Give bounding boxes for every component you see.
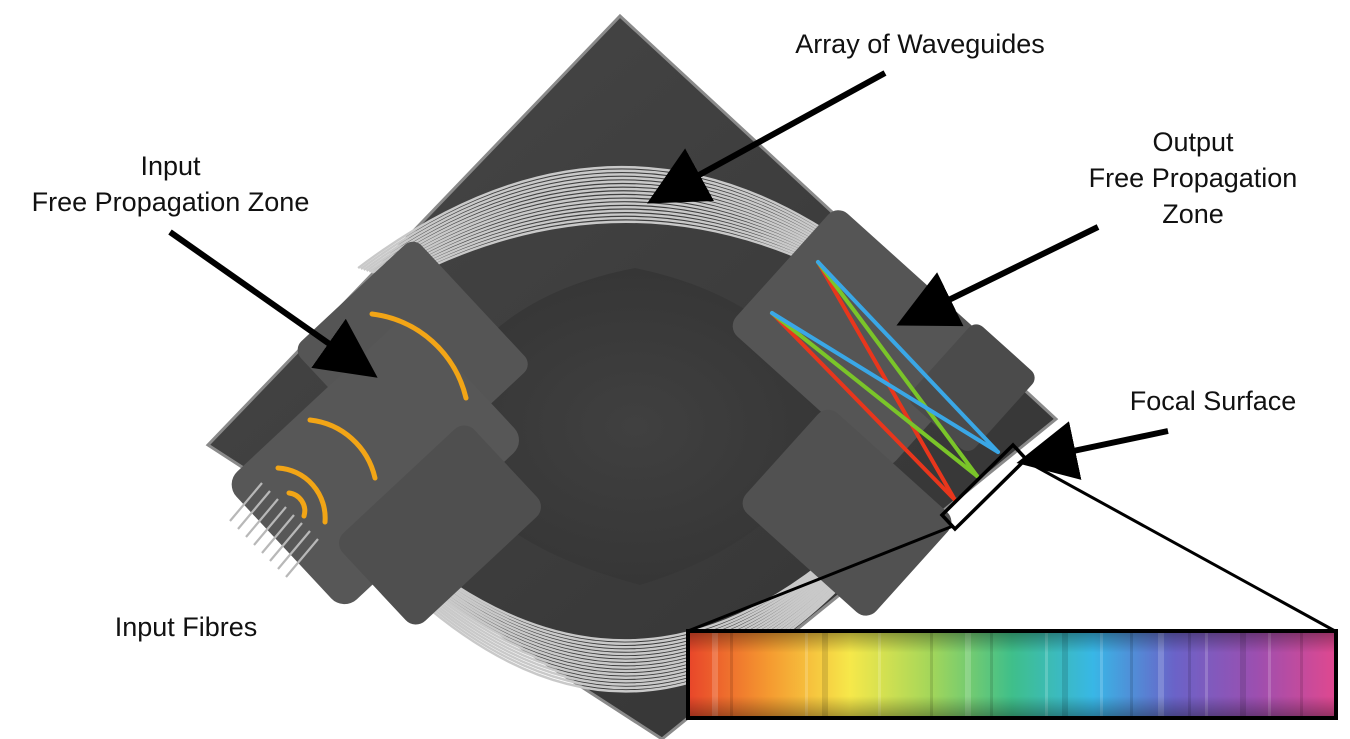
waveguide-line-upper — [363, 173, 884, 278]
waveguide-line-upper — [379, 195, 871, 282]
waveguide-line-upper — [371, 184, 878, 280]
wavefront-arc-3 — [307, 417, 378, 481]
waveguide-line-upper — [368, 180, 880, 280]
ray-green-1 — [770, 311, 979, 478]
waveguide-line-lower — [436, 570, 834, 666]
output-rays — [770, 260, 1000, 502]
input-fibre — [285, 538, 319, 578]
waveguide-line-upper — [374, 187, 876, 281]
focal-surface-label-text: Focal Surface — [1129, 386, 1297, 416]
waveguide-line-lower — [426, 574, 842, 679]
output-fpz-label-line-2: Free Propagation — [1088, 163, 1298, 193]
zoom-line-right — [1023, 458, 1336, 633]
input-fibres-label-text: Input Fibres — [114, 612, 258, 642]
waveguide-line-lower — [446, 566, 827, 652]
waveguide-line-upper — [365, 176, 882, 279]
waveguide-line-lower — [421, 576, 846, 686]
waveguide-line-upper — [360, 169, 887, 278]
waveguide-line-lower — [434, 571, 836, 669]
input-fibre — [237, 490, 271, 530]
zoom-line-left — [687, 524, 954, 633]
ray-red-1 — [770, 311, 957, 502]
annotation-arrows — [168, 70, 1169, 480]
wavefront-arc-1 — [286, 490, 308, 519]
output-fpz-label-line-3: Zone — [1162, 199, 1224, 229]
waveguide-line-upper — [377, 191, 874, 282]
input-fibre — [277, 530, 311, 570]
waveguide-line-lower — [429, 573, 840, 676]
input-fibre — [229, 482, 263, 522]
waveguide-line-upper — [382, 198, 869, 283]
input-slab-zone — [231, 241, 541, 625]
waveguide-line-lower — [444, 567, 829, 656]
waveguide-array — [357, 165, 889, 693]
input-fpz-label-line-1: Input — [140, 151, 201, 181]
ray-blue-1 — [770, 311, 1000, 454]
input-fibre — [261, 514, 295, 554]
ray-green-2 — [816, 260, 979, 478]
waveguide-line-lower — [424, 575, 844, 683]
waveguide-line-upper — [357, 165, 889, 277]
waveguides-label-text: Array of Waveguides — [795, 29, 1045, 59]
input-fpz-label-line-2: Free Propagation Zone — [31, 187, 310, 217]
waveguide-line-lower — [431, 572, 838, 673]
output-fpz-label-line-1: Output — [1152, 127, 1234, 157]
input-fibres-label: Input Fibres — [96, 609, 276, 645]
input-fibre — [269, 522, 303, 562]
waveguide-line-lower — [419, 577, 847, 690]
ray-blue-2 — [816, 260, 1000, 454]
spectrum-frame — [686, 629, 1338, 720]
input-fibre — [245, 498, 279, 538]
arrow-input-fpz — [168, 229, 378, 378]
wavefront-arc-4 — [369, 311, 469, 401]
ray-red-2 — [816, 260, 957, 502]
input-fibre — [253, 506, 287, 546]
arrow-waveguides — [646, 70, 887, 204]
arrow-output-fpz — [896, 224, 1100, 327]
waveguides-label: Array of Waveguides — [770, 26, 1070, 62]
waveguide-line-lower — [441, 568, 831, 659]
spectrum-inset — [686, 629, 1338, 720]
input-fibres — [229, 482, 319, 578]
waveguide-line-lower — [449, 565, 825, 649]
output-fpz-label: Output Free Propagation Zone — [1068, 124, 1318, 232]
waveguide-line-lower — [439, 569, 832, 662]
wavefronts — [275, 311, 469, 525]
waveguide-line-upper — [388, 205, 865, 284]
waveguide-line-upper — [385, 202, 867, 283]
input-fpz-label: Input Free Propagation Zone — [8, 148, 333, 220]
arrow-focal-surface — [1016, 421, 1169, 480]
wavefront-arc-2 — [275, 465, 328, 525]
waveguide-line-lower — [451, 564, 823, 645]
focal-surface-label: Focal Surface — [1108, 383, 1318, 419]
